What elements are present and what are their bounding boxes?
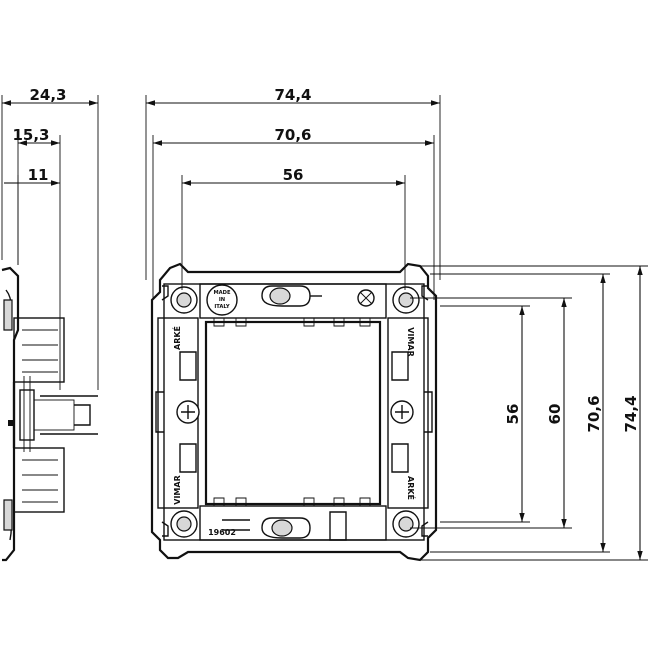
dim-front-inner-height: 56 xyxy=(504,404,522,425)
part-number: 19602 xyxy=(208,528,236,537)
dim-side-total: 24,3 xyxy=(29,86,66,104)
dim-front-total-width: 74,4 xyxy=(274,86,311,104)
marking-made: MADE xyxy=(213,290,230,296)
dim-front-mid-width: 70,6 xyxy=(274,126,311,144)
dim-front-inner-width: 56 xyxy=(283,166,304,184)
dim-front-mid-height: 70,6 xyxy=(585,395,603,432)
front-vertical-dimensions: 56 60 70,6 74,4 xyxy=(410,265,648,561)
brand-right-top: VIMAR xyxy=(406,327,415,356)
dim-front-hole-height: 60 xyxy=(546,404,564,425)
side-view xyxy=(1,266,98,562)
front-view: MADE IN ITALY ARKÉ VIMAR VIMAR ARKÉ 1960… xyxy=(150,262,438,562)
front-horizontal-dimensions: 74,4 70,6 56 xyxy=(145,86,441,300)
dim-side-mid: 15,3 xyxy=(12,126,49,144)
dim-side-inner: 11 xyxy=(28,166,49,184)
brand-left-top: ARKÉ xyxy=(171,326,182,350)
marking-in: IN xyxy=(219,297,225,303)
side-dimensions: 24,3 15,3 11 xyxy=(1,86,99,390)
dim-front-total-height: 74,4 xyxy=(622,395,640,432)
brand-right-bottom: ARKÉ xyxy=(406,476,417,500)
marking-italy: ITALY xyxy=(214,304,230,310)
brand-left-bottom: VIMAR xyxy=(173,475,182,504)
